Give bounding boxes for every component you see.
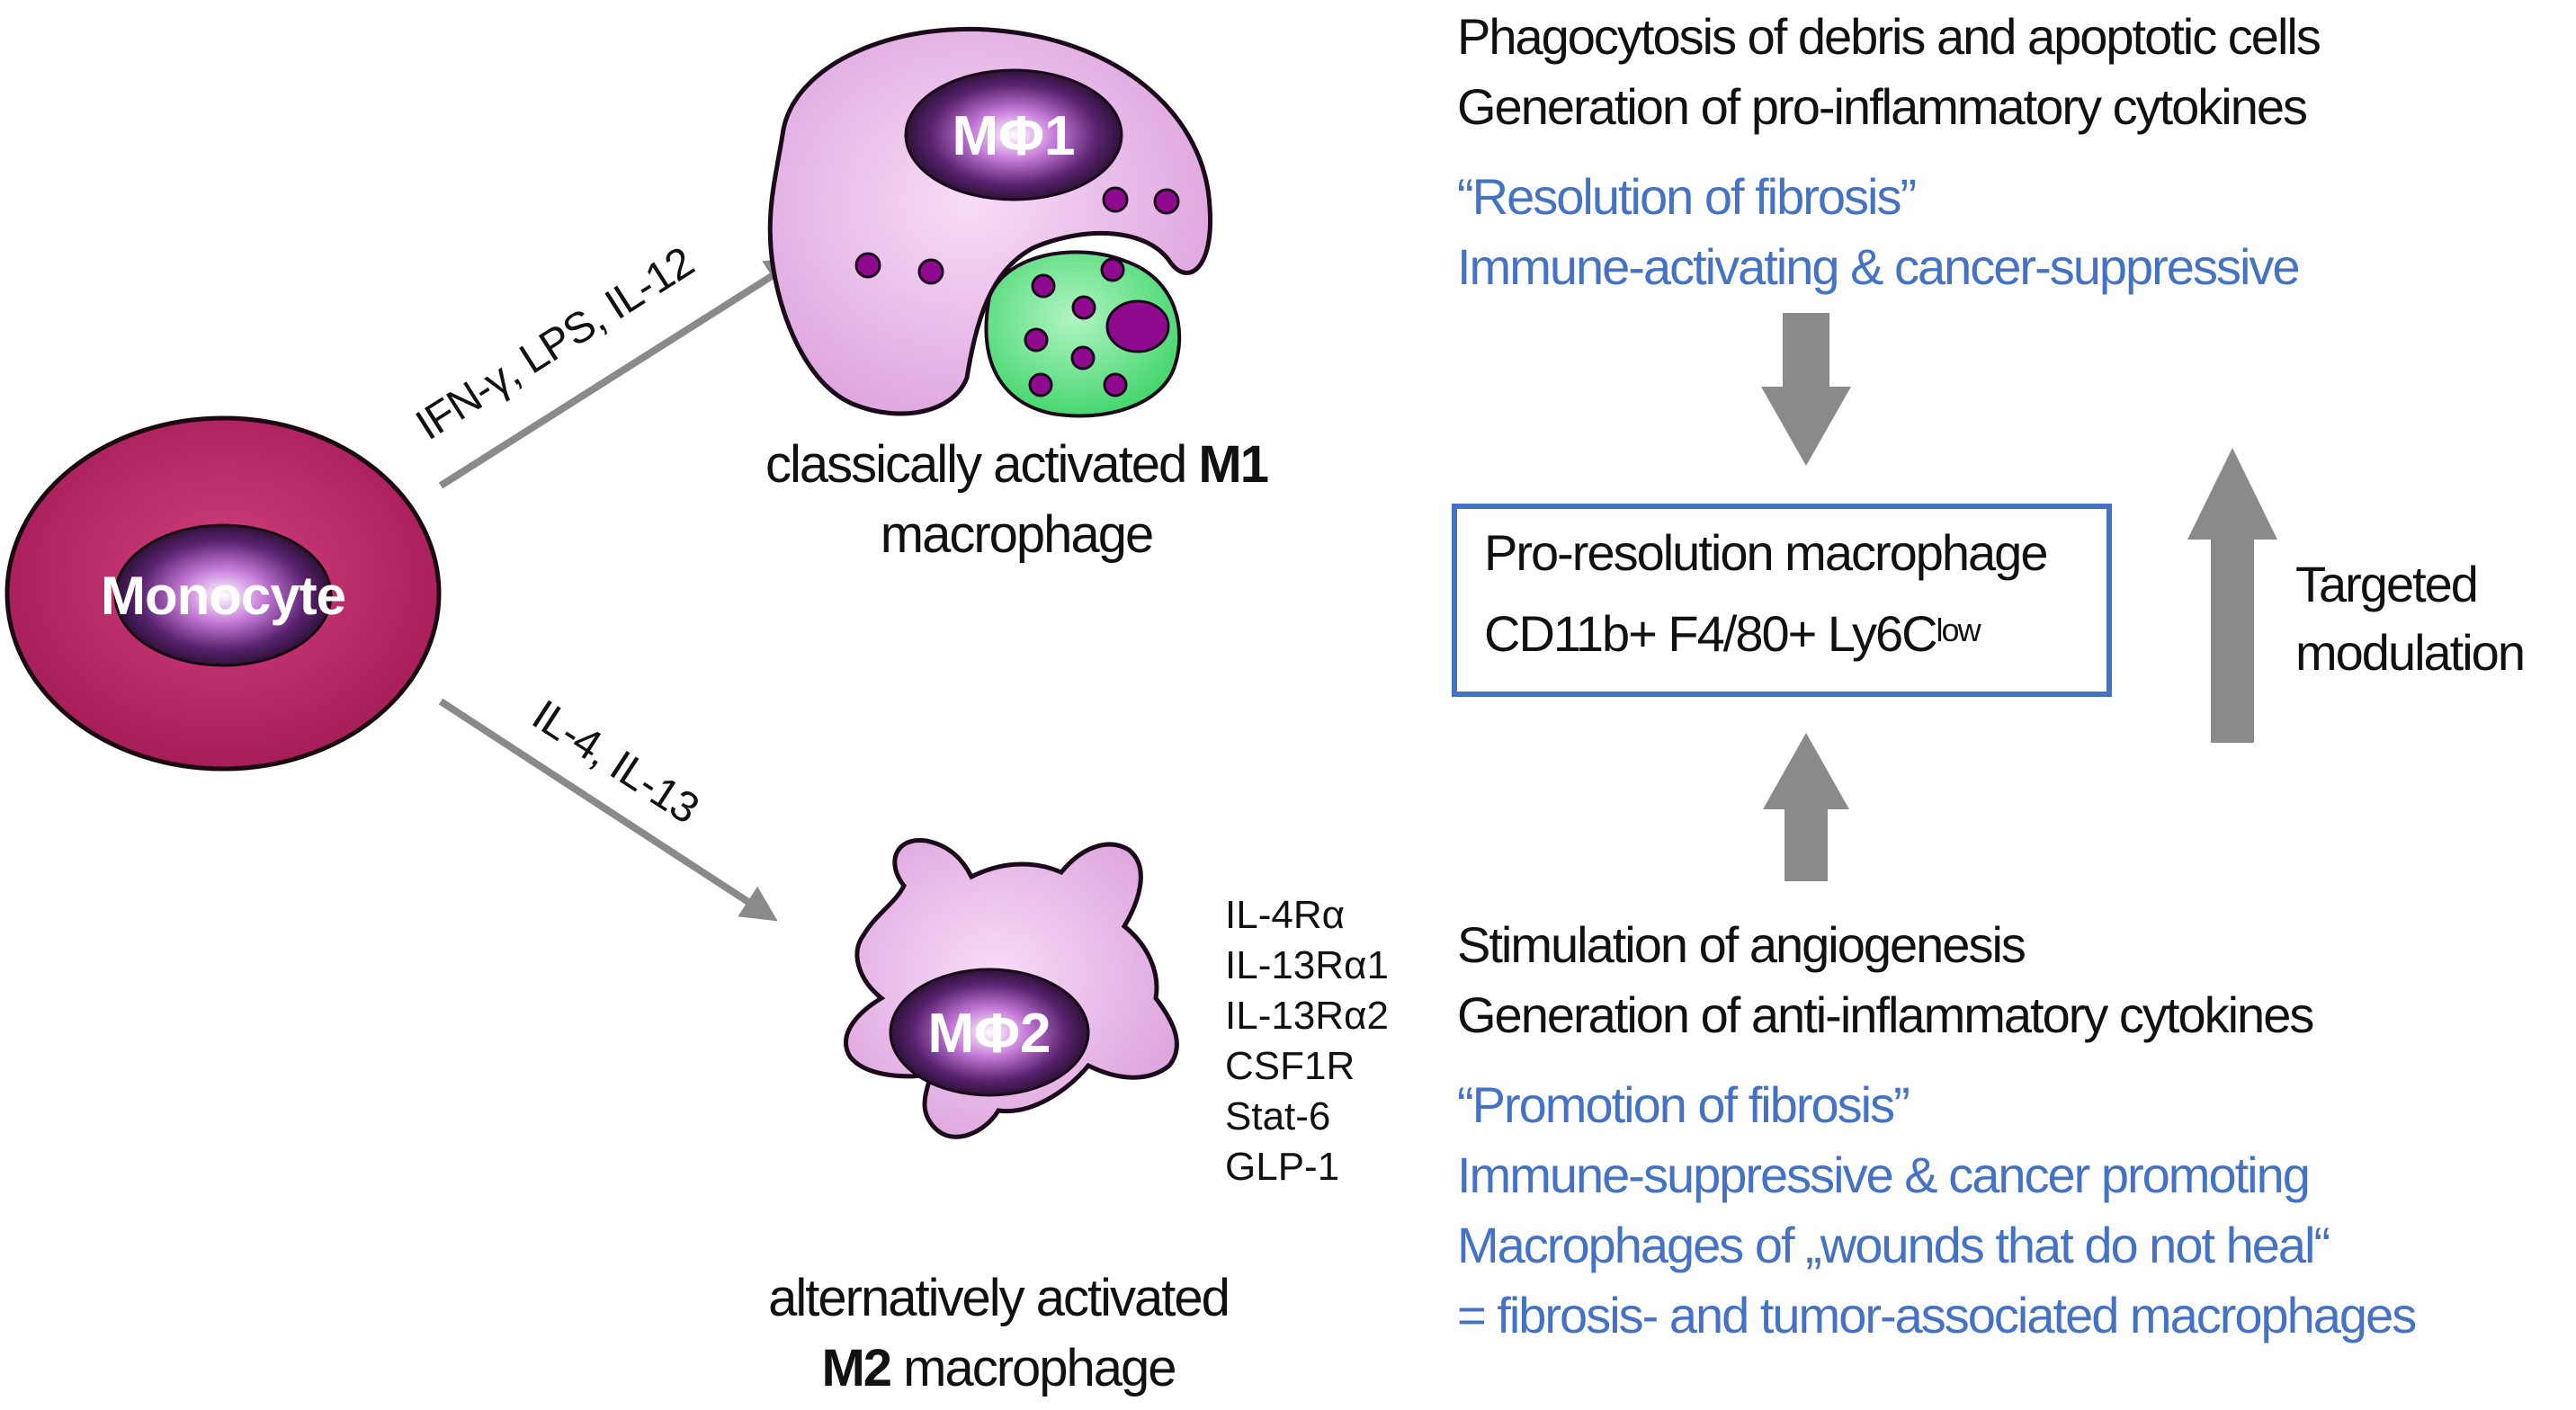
m1-text-block: Phagocytosis of debris and apoptotic cel…	[1457, 2, 2321, 302]
m2-marker: IL-4Rα	[1225, 893, 1346, 937]
m1-caption-prefix: classically activated	[765, 435, 1199, 494]
pro-resolution-markers-sup: low	[1936, 611, 1981, 648]
m2-macrophage-cell	[843, 838, 1179, 1139]
m1-function-line: Phagocytosis of debris and apoptotic cel…	[1457, 8, 2321, 65]
targeted-modulation-arrow	[2187, 448, 2277, 743]
targeted-modulation-line: Targeted	[2295, 556, 2479, 612]
monocyte-label: Monocyte	[100, 566, 346, 626]
pro-resolution-content: Pro-resolution macrophage CD11b+ F4/80+ …	[1484, 513, 2048, 674]
m2-marker-list: IL-4Rα IL-13Rα1 IL-13Rα2 CSF1R Stat-6 GL…	[1225, 890, 1389, 1192]
targeted-modulation-label: Targeted modulation	[2295, 550, 2526, 687]
m2-role-line: = fibrosis- and tumor-associated macroph…	[1457, 1287, 2417, 1343]
m1-caption-line1: classically activated M1	[702, 430, 1331, 500]
m2-role-line: “Promotion of fibrosis”	[1457, 1076, 1910, 1133]
pro-resolution-box	[1452, 504, 2112, 697]
m1-nucleus-label: MΦ1	[952, 105, 1075, 167]
m1-caption-line2: macrophage	[880, 505, 1154, 564]
m2-caption: alternatively activated M2 macrophage	[684, 1263, 1313, 1404]
m1-caption-bold: M1	[1198, 435, 1269, 494]
m2-caption-suffix: macrophage	[890, 1339, 1176, 1397]
m1-role-line: “Resolution of fibrosis”	[1457, 168, 1917, 225]
m2-marker: GLP-1	[1225, 1145, 1340, 1189]
down-arrow-into-box	[1761, 313, 1851, 466]
m2-marker: Stat-6	[1225, 1094, 1331, 1138]
monocyte-cell	[4, 415, 442, 772]
m2-marker: CSF1R	[1225, 1044, 1355, 1088]
m1-function-line: Generation of pro-inflammatory cytokines	[1457, 78, 2308, 135]
pro-resolution-markers-main: CD11b+ F4/80+ Ly6C	[1484, 605, 1938, 662]
m2-function-line: Generation of anti-inflammatory cytokine…	[1457, 986, 2314, 1043]
m2-role-line: Macrophages of „wounds that do not heal“	[1457, 1217, 2330, 1273]
m2-text-block: Stimulation of angiogenesis Generation o…	[1457, 910, 2417, 1351]
m2-role-line: Immune-suppressive & cancer promoting	[1457, 1147, 2311, 1203]
m2-marker: IL-13Rα1	[1225, 943, 1389, 987]
m2-marker: IL-13Rα2	[1225, 994, 1389, 1038]
pro-resolution-markers: CD11b+ F4/80+ Ly6Clow	[1484, 593, 2046, 674]
m2-nucleus-label: MΦ2	[927, 1003, 1051, 1065]
up-arrow-into-box	[1763, 733, 1849, 881]
arrow-to-m1	[438, 256, 802, 489]
pro-resolution-title: Pro-resolution macrophage	[1484, 524, 2048, 581]
arrow-to-m2	[438, 698, 778, 922]
m2-caption-line2: M2 macrophage	[684, 1334, 1313, 1404]
m2-function-line: Stimulation of angiogenesis	[1457, 916, 2026, 973]
m2-caption-line1: alternatively activated	[768, 1269, 1230, 1327]
m1-role-line: Immune-activating & cancer-suppressive	[1457, 238, 2301, 295]
m1-caption: classically activated M1 macrophage	[702, 430, 1331, 570]
targeted-modulation-line: modulation	[2295, 624, 2526, 681]
m1-macrophage-cell	[767, 26, 1213, 418]
m2-caption-bold: M2	[821, 1339, 892, 1397]
